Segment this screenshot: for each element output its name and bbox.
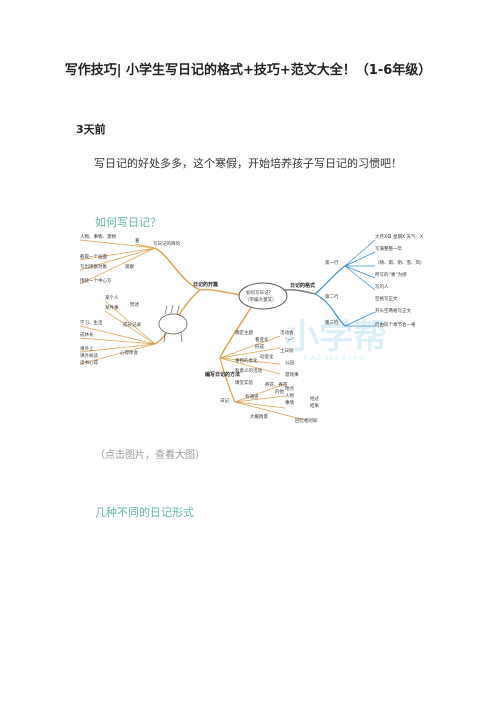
- bottom-node: 有意义的活动: [235, 367, 262, 374]
- bottom-node: 公园: [285, 360, 294, 366]
- left-node: 围绕一个中心写: [80, 277, 112, 284]
- right-node: （晴、雨、阴、雪、风）: [375, 259, 425, 266]
- left-node: 人物、事物、景物: [80, 233, 116, 240]
- bottom-node: 养花、养苗: [265, 381, 288, 388]
- left-node: 成林长: [80, 331, 94, 338]
- right-node: 写的人: [375, 283, 389, 290]
- center-line1: 如何写日记？: [246, 289, 273, 296]
- left-node: 某件事: [105, 304, 119, 311]
- right-bottom-branch-label: 编写日记的方法: [205, 371, 240, 378]
- bottom-node: 地点: [285, 385, 294, 392]
- bottom-node: 形成: [255, 343, 264, 350]
- right-node: 第一行: [325, 259, 339, 266]
- bottom-node: 回忆相对知: [295, 417, 318, 424]
- watermark-text: 小学帮: [285, 317, 387, 357]
- bottom-node: 有通道: [245, 393, 259, 400]
- article-title: 写作技巧| 小学生写日记的格式+技巧+范文大全！（1-6年级）: [64, 63, 432, 78]
- right-node: 第三行: [325, 319, 339, 326]
- right-node: 所写的“事”为感: [375, 271, 407, 278]
- left-node: 观察: [125, 263, 134, 270]
- left-top-branch-label: 写日记的目的: [153, 240, 180, 247]
- left-node: 看: [135, 237, 140, 244]
- left-node: 写出观察对象: [80, 263, 107, 270]
- mindmap-image[interactable]: 小学帮 XIAO XUE BANG 如何写日记？ （带编大意又） 日记的开篇 写…: [75, 226, 430, 426]
- bottom-node: 人物: [285, 392, 294, 399]
- left-node: 课外上: [80, 345, 94, 352]
- image-caption: （点击图片，查看大图）: [95, 450, 205, 461]
- bottom-node: 结果: [310, 402, 319, 409]
- bottom-node: 课堂实验: [235, 379, 253, 386]
- bottom-node: 土日除: [280, 347, 294, 354]
- left-node: 成长记录: [123, 321, 141, 328]
- right-top-branch-label: 日记的格式: [290, 282, 315, 289]
- right-node: 写满整整一年: [375, 245, 402, 252]
- intro-paragraph: 写日记的好处多多，这个寒假，开始培养孩子写日记的习惯吧！: [94, 157, 402, 170]
- section-heading-diary-forms: 几种不同的日记形式: [95, 506, 194, 519]
- left-node: 读书心得: [80, 359, 98, 366]
- sheep-illustration: [158, 304, 188, 343]
- bottom-node: 经过: [310, 395, 319, 402]
- right-node: 开头空两格写正文: [375, 307, 411, 314]
- right-node: 大月X日 星期X 天气：X: [375, 233, 423, 240]
- bottom-node: 大概情景: [250, 413, 268, 420]
- center-line2: （带编大意又）: [245, 296, 277, 303]
- bottom-node: 确定主题: [235, 329, 253, 336]
- left-node: 学习、生活: [80, 319, 103, 326]
- bottom-node: “一”: [285, 337, 294, 343]
- bottom-node: 事情: [285, 399, 294, 406]
- right-node: 第二行: [325, 293, 339, 300]
- left-node: 某个人: [105, 295, 119, 301]
- post-time: 3天前: [76, 123, 106, 136]
- bottom-node: 动变化: [260, 353, 274, 360]
- bottom-node: 日记: [220, 397, 229, 404]
- bottom-node: 事物的类化: [235, 357, 258, 364]
- bottom-node: 看变化: [255, 336, 269, 343]
- right-node: 后由四个章节合一格: [375, 321, 416, 328]
- bottom-node: 活动会: [280, 329, 294, 336]
- bottom-node: 游戏事: [285, 371, 299, 378]
- left-branch-label: 日记的开篇: [193, 281, 218, 288]
- left-node: 心得体会: [120, 349, 138, 356]
- left-node: 截取一个画面: [80, 253, 107, 260]
- left-node: 课外阅读: [80, 352, 98, 359]
- section-heading-how-to-write: 如何写日记？: [95, 216, 161, 229]
- right-node: 空格写正文: [375, 295, 398, 302]
- watermark-sub: XIAO XUE BANG: [303, 355, 364, 362]
- left-node: 赞述: [130, 301, 139, 308]
- bottom-node: 的他: [275, 388, 284, 395]
